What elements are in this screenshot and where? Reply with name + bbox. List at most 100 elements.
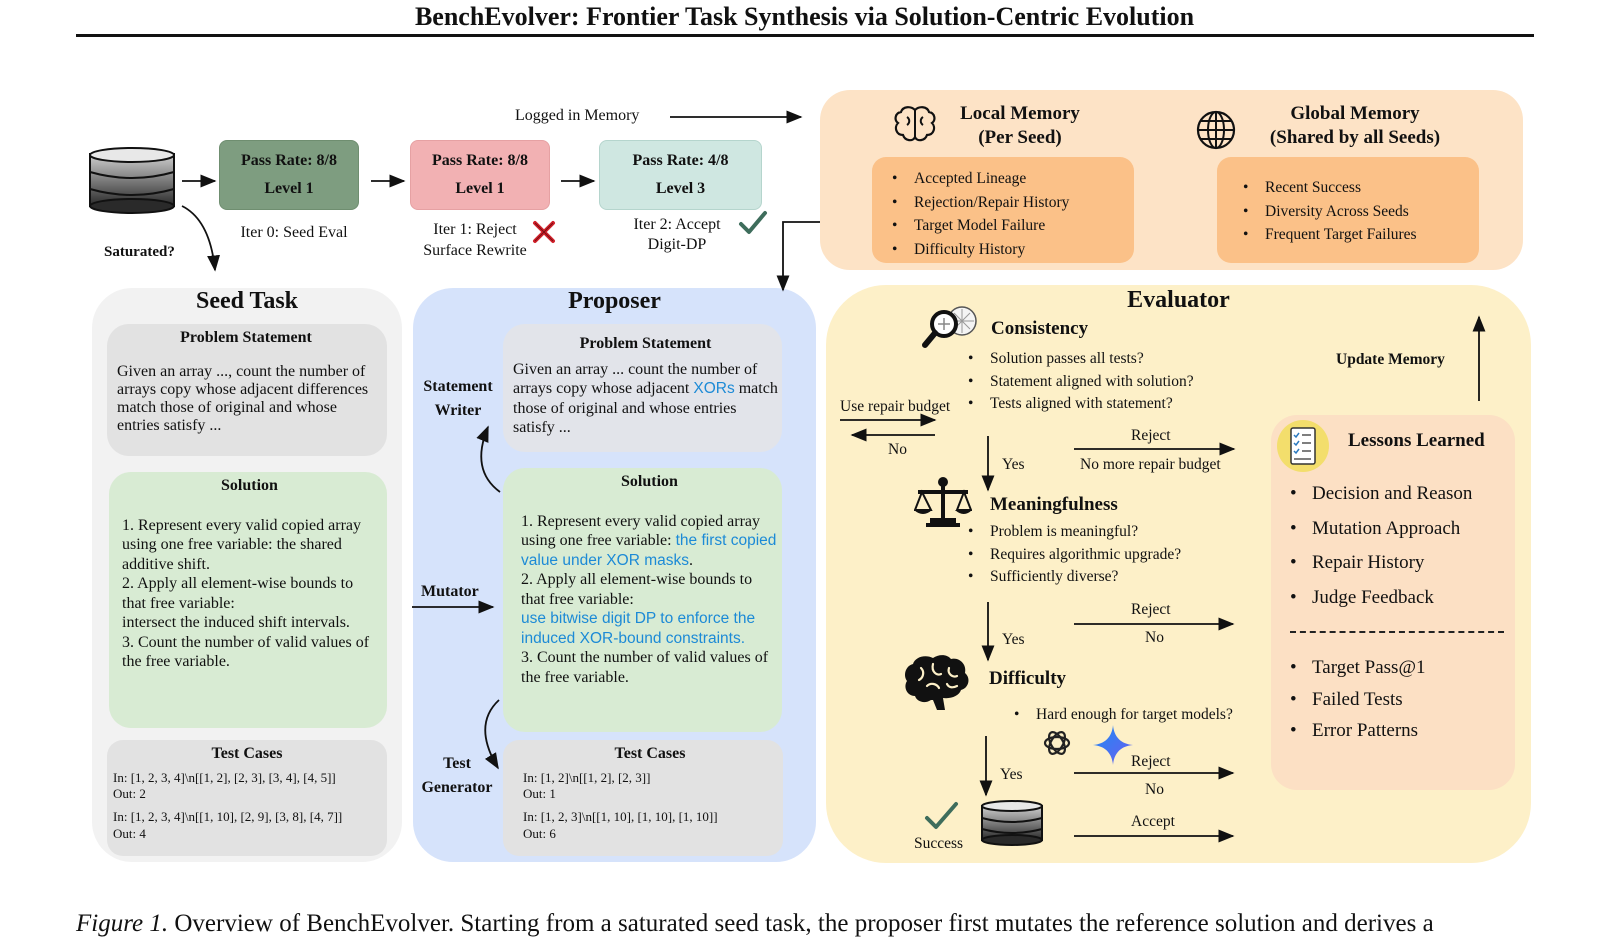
mutator-label: Mutator [421,583,479,600]
success-check-icon [925,802,958,829]
iter0-caption: Iter 0: Seed Eval [240,224,348,241]
logged-in-memory-label: Logged in Memory [515,107,640,124]
proposer-solution-box: Solution 1. Represent every valid copied… [503,468,782,732]
no-more-repair-budget-label: No more repair budget [1080,456,1221,473]
reject-label-3: Reject [1131,753,1171,770]
caption-label: Figure 1. [76,910,169,937]
pass-box-iter1: Pass Rate: 8/8 Level 1 [410,140,550,210]
level: Level 3 [655,180,706,197]
iter2-caption-l2: Digit-DP [647,236,707,253]
database-accept-icon [981,800,1043,846]
caption-text: Overview of BenchEvolver. Starting from … [174,910,1434,937]
consistency-item: Statement aligned with solution? [966,371,1194,394]
proposer-solution-line-2: 2. Apply all element-wise bounds to that… [521,571,753,608]
seed-tests-box: Test Cases In: [1, 2, 3, 4]\n[[1, 2], [2… [107,740,387,856]
use-repair-budget-label: Use repair budget [840,398,951,415]
seed-tests-header: Test Cases [211,745,283,762]
iter1-caption-l1: Iter 1: Reject [433,221,517,238]
iter2-caption: Iter 2: Accept Digit-DP [612,215,742,255]
seed-problem-text: Given an array ..., count the number of … [117,362,369,434]
pass-box-iter0: Pass Rate: 8/8 Level 1 [219,140,359,210]
local-memory-title-l2: (Per Seed) [978,126,1062,148]
consistency-item: Solution passes all tests? [966,348,1194,371]
proposer-solution-line-3: 3. Count the number of valid values of t… [521,649,769,686]
level: Level 1 [455,180,505,197]
title-rule [76,34,1534,37]
proposer-solution-header: Solution [621,473,678,490]
lessons-item: Failed Tests [1288,684,1425,716]
seed-solution-line: 1. Represent every valid copied array us… [122,516,362,573]
proposer-title: Proposer [568,288,661,314]
test-generator-l2: Generator [421,779,493,796]
sol-text: 1. Represent every valid copied array us… [521,512,761,550]
seed-test-input: In: [1, 2, 3, 4]\n[[1, 10], [2, 9], [3, … [113,809,343,825]
local-memory-item: Accepted Lineage [890,167,1134,191]
proposer-problem-part: match those of original and whose entrie… [513,380,778,437]
checklist-icon [1277,420,1329,472]
pass-rate: Pass Rate: 4/8 [632,152,729,169]
lessons-item: Target Pass@1 [1288,652,1425,684]
proposer-tests-header: Test Cases [614,745,686,762]
consistency-list: Solution passes all tests? Statement ali… [966,348,1194,416]
local-memory-title: Local Memory (Per Seed) [940,102,1100,150]
seed-solution-header: Solution [221,477,278,494]
difficulty-list: Hard enough for target models? [1012,704,1233,726]
test-generator-label: Test Generator [417,752,497,800]
global-memory-box: Recent Success Diversity Across Seeds Fr… [1217,157,1479,263]
lessons-item: Repair History [1288,546,1472,581]
brain-outline-icon [894,106,936,142]
seed-task-title: Seed Task [195,288,299,314]
proposer-test-input: In: [1, 2]\n[[1, 2], [2, 3]] [523,769,651,785]
saturated-label: Saturated? [104,244,175,260]
proposer-test-output: Out: 1 [523,786,556,802]
consistency-title: Consistency [991,318,1089,339]
level: Level 1 [264,180,314,197]
no-label-2: No [1145,629,1164,646]
seed-test-input: In: [1, 2, 3, 4]\n[[1, 2], [2, 3], [3, 4… [113,769,336,785]
yes-label-1: Yes [1002,456,1025,473]
local-memory-item: Rejection/Repair History [890,191,1134,215]
no-label-left: No [888,441,907,458]
globe-icon [1196,110,1236,150]
no-label-3: No [1145,781,1164,798]
iter2-caption-l1: Iter 2: Accept [633,216,721,233]
seed-problem-header: Problem Statement [180,329,312,346]
pass-rate: Pass Rate: 8/8 [432,152,528,169]
xors-highlight: XORs [693,380,735,398]
pass-box-iter2: Pass Rate: 4/8 Level 3 [599,140,762,210]
proposer-test-output: Out: 6 [523,826,556,842]
lessons-item: Mutation Approach [1288,512,1472,547]
difficulty-item: Hard enough for target models? [1012,704,1233,726]
figure-title: BenchEvolver: Frontier Task Synthesis vi… [414,2,1195,31]
proposer-problem-header: Problem Statement [579,335,712,352]
proposer-problem-part: Given an array ... count the number of a… [513,360,758,398]
success-label: Success [914,835,964,852]
statement-writer-l2: Writer [434,402,482,419]
proposer-test-input: In: [1, 2, 3]\n[[1, 10], [1, 10], [1, 10… [523,809,718,825]
pass-rate: Pass Rate: 8/8 [241,152,337,169]
gemini-star-icon [1093,725,1133,765]
lessons-item: Error Patterns [1288,715,1425,747]
local-memory-title-l1: Local Memory [960,103,1080,124]
figure-caption: Figure 1. Overview of BenchEvolver. Star… [76,910,1434,938]
brain-icon [905,655,969,710]
iter1-caption-l2: Surface Rewrite [423,241,527,259]
local-memory-box: Accepted Lineage Rejection/Repair Histor… [872,157,1134,263]
seed-test-output: Out: 2 [113,786,146,802]
yes-label-3: Yes [1000,766,1023,783]
meaningfulness-item: Requires algorithmic upgrade? [966,544,1181,567]
lessons-item: Decision and Reason [1288,477,1472,512]
iter1-caption: Iter 1: Reject Surface Rewrite [410,220,540,262]
openai-icon [1043,731,1071,755]
reject-x-icon [533,221,555,243]
global-memory-title-l2: (Shared by all Seeds) [1269,126,1441,148]
proposer-solution-line-1: 1. Represent every valid copied array us… [521,512,778,571]
sol-highlight: the first copied value under XOR masks [521,532,777,569]
lessons-item: Judge Feedback [1288,581,1472,616]
statement-writer-label: Statement Writer [418,375,498,423]
global-memory-item: Diversity Across Seeds [1241,200,1479,224]
lessons-list-b: Target Pass@1 Failed Tests Error Pattern… [1288,652,1425,747]
database-icon [89,147,175,214]
seed-solution-line: intersect the induced shift intervals. [122,614,350,632]
reject-label-2: Reject [1131,601,1171,618]
